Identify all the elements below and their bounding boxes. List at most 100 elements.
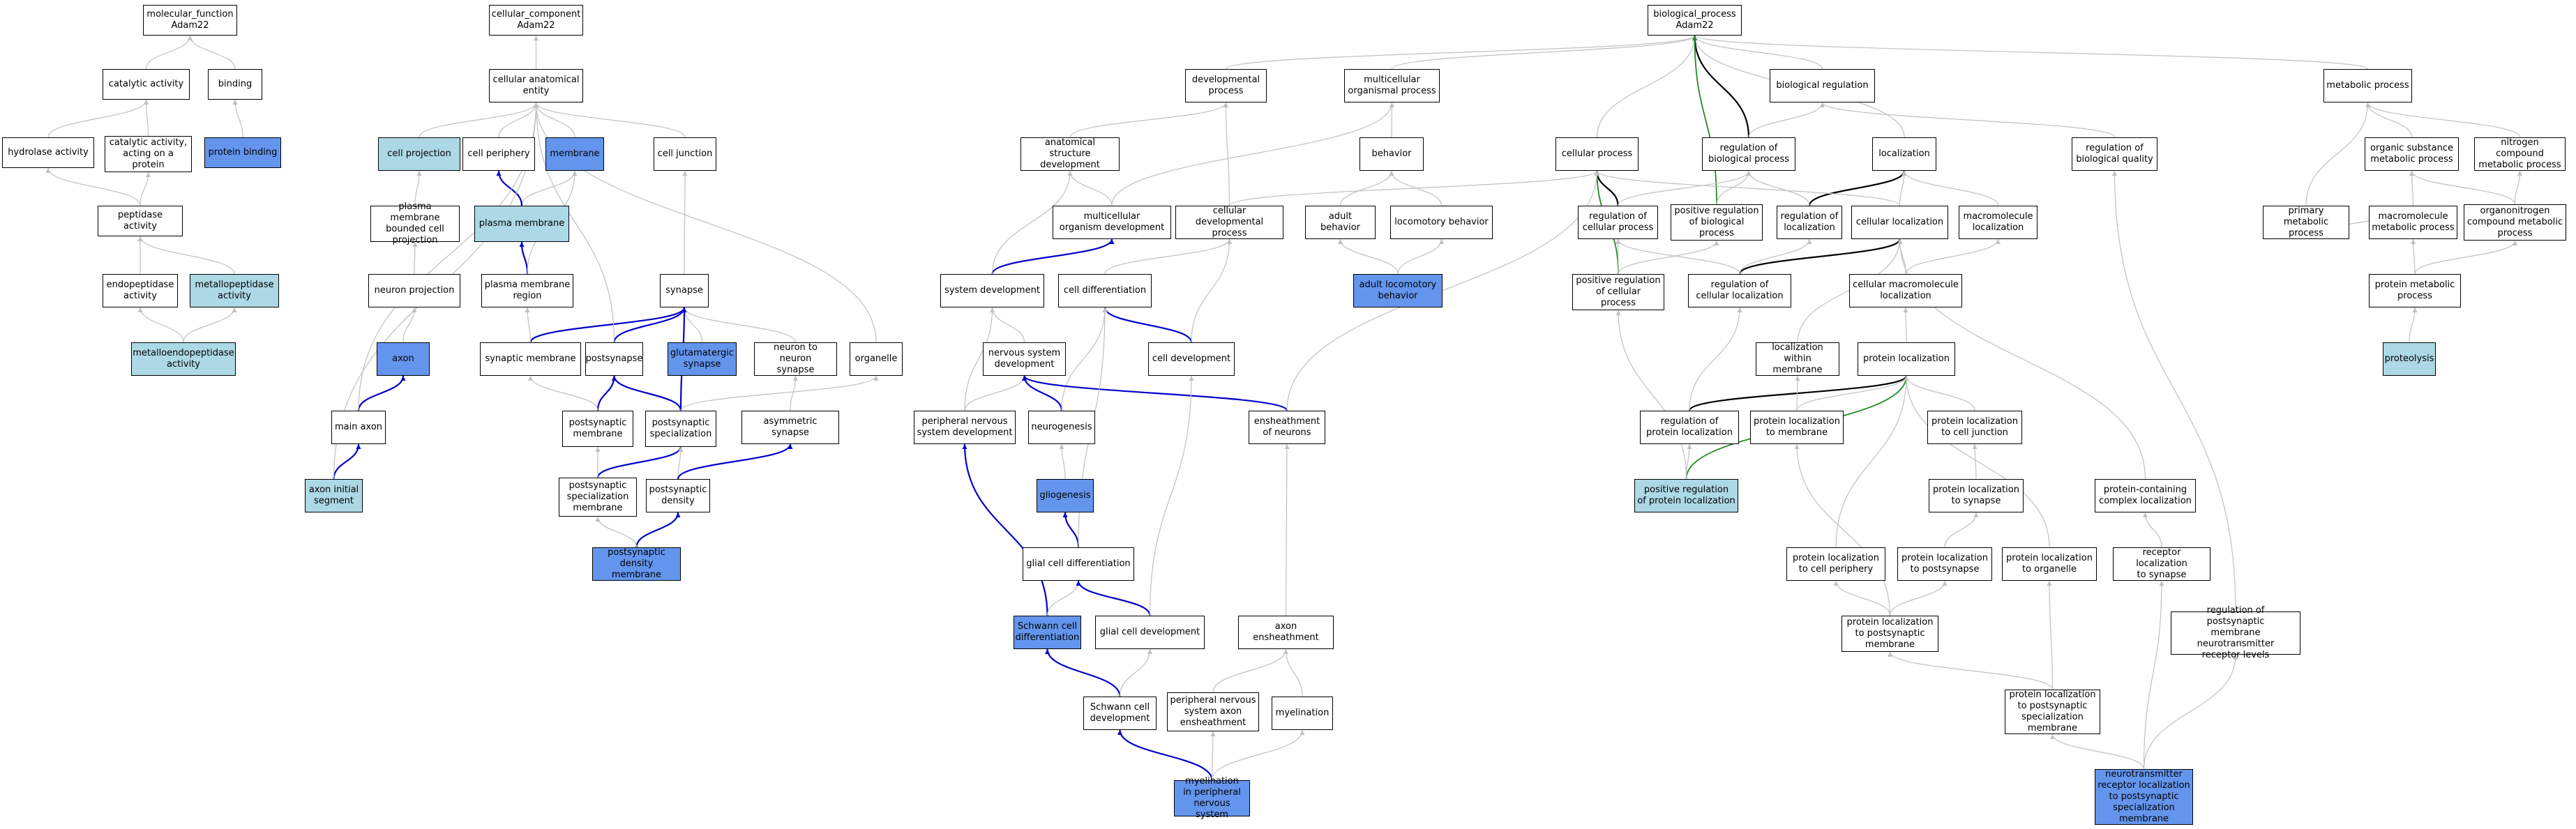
node-protein-binding[interactable]: protein binding bbox=[204, 137, 281, 168]
node-nervous-sys-dev[interactable]: nervous system development bbox=[983, 342, 1066, 376]
node-metalloendopeptidase[interactable]: metalloendopeptidase activity bbox=[131, 342, 236, 376]
node-nt-receptor-loc[interactable]: neurotransmitter receptor localization t… bbox=[2095, 769, 2193, 825]
node-nitrogen-comp[interactable]: nitrogen compound metabolic process bbox=[2474, 137, 2566, 171]
node-pns-dev[interactable]: peripheral nervous system development bbox=[914, 411, 1016, 444]
node-pos-reg-cell[interactable]: positive regulation of cellular process bbox=[1572, 274, 1664, 310]
node-adult-behavior[interactable]: adult behavior bbox=[1305, 206, 1376, 239]
node-pm-bounded[interactable]: plasma membrane bounded cell projection bbox=[370, 201, 460, 245]
node-n2n-synapse[interactable]: neuron to neuron synapse bbox=[754, 342, 837, 376]
node-myelination-pns[interactable]: myelination in peripheral nervous system bbox=[1174, 776, 1250, 820]
node-postsynapse[interactable]: postsynapse bbox=[585, 342, 643, 376]
node-protein-loc-synapse[interactable]: protein localization to synapse bbox=[1929, 479, 2024, 512]
node-anat-struct-dev[interactable]: anatomical structure development bbox=[1020, 137, 1120, 171]
node-behavior[interactable]: behavior bbox=[1359, 137, 1424, 171]
node-proteolysis[interactable]: proteolysis bbox=[2383, 342, 2436, 376]
node-peptidase[interactable]: peptidase activity bbox=[98, 206, 183, 236]
edge-is-a bbox=[402, 307, 417, 343]
node-glial-cell-diff[interactable]: glial cell differentiation bbox=[1023, 547, 1134, 581]
node-receptor-loc-synapse[interactable]: receptor localization to synapse bbox=[2113, 547, 2210, 581]
node-pns-axon-ensheath[interactable]: peripheral nervous system axon ensheathm… bbox=[1167, 692, 1259, 731]
node-reg-cell-loc[interactable]: regulation of cellular localization bbox=[1688, 274, 1791, 307]
node-locomotory[interactable]: locomotory behavior bbox=[1390, 206, 1493, 239]
node-schwann-dev[interactable]: Schwann cell development bbox=[1083, 697, 1157, 730]
node-primary-metab[interactable]: primary metabolic process bbox=[2263, 206, 2349, 239]
node-plasma-membrane[interactable]: plasma membrane bbox=[474, 206, 569, 242]
node-macromol-metab[interactable]: macromolecule metabolic process bbox=[2369, 206, 2457, 239]
node-synapse[interactable]: synapse bbox=[660, 274, 709, 307]
node-bp-root[interactable]: biological_process Adam22 bbox=[1648, 5, 1742, 36]
node-cell-dev-proc[interactable]: cellular developmental process bbox=[1175, 206, 1283, 239]
node-cellular-loc[interactable]: cellular localization bbox=[1851, 206, 1948, 239]
node-axon-initial[interactable]: axon initial segment bbox=[305, 479, 363, 512]
node-mf-root[interactable]: molecular_function Adam22 bbox=[143, 5, 237, 36]
node-protein-loc[interactable]: protein localization bbox=[1858, 342, 1955, 376]
node-multicell-org-dev[interactable]: multicellular organism development bbox=[1053, 206, 1171, 239]
node-ensheathment[interactable]: ensheathment of neurons bbox=[1249, 411, 1325, 444]
node-loc-within-membrane[interactable]: localization within membrane bbox=[1756, 342, 1839, 376]
node-cat-protein[interactable]: catalytic activity, acting on a protein bbox=[105, 136, 192, 172]
node-adult-loco[interactable]: adult locomotory behavior bbox=[1353, 274, 1443, 307]
node-dev-process[interactable]: developmental process bbox=[1185, 69, 1267, 102]
node-pos-reg-bio[interactable]: positive regulation of biological proces… bbox=[1671, 204, 1763, 241]
node-synaptic-membrane[interactable]: synaptic membrane bbox=[480, 342, 581, 376]
node-postsyn-membrane[interactable]: postsynaptic membrane bbox=[562, 411, 633, 447]
node-cae[interactable]: cellular anatomical entity bbox=[489, 69, 583, 102]
node-cell-diff[interactable]: cell differentiation bbox=[1058, 274, 1152, 307]
node-cell-macromol-loc[interactable]: cellular macromolecule localization bbox=[1849, 274, 1962, 307]
node-protein-loc-membrane[interactable]: protein localization to membrane bbox=[1750, 411, 1844, 444]
node-cell-junction[interactable]: cell junction bbox=[654, 137, 716, 171]
node-organelle[interactable]: organelle bbox=[850, 342, 903, 376]
node-cell-development[interactable]: cell development bbox=[1148, 342, 1235, 376]
node-pos-reg-protein-loc[interactable]: positive regulation of protein localizat… bbox=[1634, 479, 1738, 512]
node-protein-loc-postsyn-spec-membrane[interactable]: protein localization to postsynaptic spe… bbox=[2005, 690, 2100, 734]
node-hydrolase[interactable]: hydrolase activity bbox=[2, 137, 94, 168]
node-psd-spec-membrane[interactable]: postsynaptic specialization membrane bbox=[559, 478, 637, 517]
node-reg-protein-loc[interactable]: regulation of protein localization bbox=[1640, 411, 1739, 444]
node-postsyn-spec[interactable]: postsynaptic specialization bbox=[645, 411, 716, 447]
node-psd-membrane[interactable]: postsynaptic density membrane bbox=[592, 547, 681, 581]
node-myelination[interactable]: myelination bbox=[1272, 697, 1333, 730]
node-protein-loc-periphery[interactable]: protein localization to cell periphery bbox=[1786, 547, 1885, 581]
node-main-axon[interactable]: main axon bbox=[331, 411, 386, 444]
node-reg-bio-quality[interactable]: regulation of biological quality bbox=[2072, 137, 2157, 171]
node-protein-loc-cell-junction[interactable]: protein localization to cell junction bbox=[1927, 411, 2022, 444]
node-binding[interactable]: binding bbox=[208, 69, 262, 100]
node-catalytic[interactable]: catalytic activity bbox=[103, 69, 190, 100]
node-system-dev[interactable]: system development bbox=[940, 274, 1044, 307]
node-neuron-projection[interactable]: neuron projection bbox=[368, 274, 460, 307]
node-postsyn-density[interactable]: postsynaptic density bbox=[646, 479, 710, 512]
node-cell-projection[interactable]: cell projection bbox=[378, 137, 460, 171]
node-reg-postsyn-receptor[interactable]: regulation of postsynaptic membrane neur… bbox=[2171, 605, 2300, 660]
node-membrane[interactable]: membrane bbox=[545, 137, 604, 171]
node-pm-region[interactable]: plasma membrane region bbox=[481, 274, 573, 307]
node-bio-reg[interactable]: biological regulation bbox=[1770, 69, 1875, 102]
node-metabolic[interactable]: metabolic process bbox=[2323, 69, 2412, 102]
node-reg-cell-proc[interactable]: regulation of cellular process bbox=[1578, 206, 1658, 239]
node-axon-ensheathment[interactable]: axon ensheathment bbox=[1238, 616, 1334, 649]
node-macromol-loc[interactable]: macromolecule localization bbox=[1959, 206, 2038, 239]
node-cellular-process[interactable]: cellular process bbox=[1556, 137, 1639, 171]
node-protein-loc-postsynapse[interactable]: protein localization to postsynapse bbox=[1897, 547, 1992, 581]
node-cell-periphery[interactable]: cell periphery bbox=[462, 137, 535, 171]
node-organonitrogen[interactable]: organonitrogen compound metabolic proces… bbox=[2464, 204, 2566, 241]
node-protein-loc-postsyn-membrane[interactable]: protein localization to postsynaptic mem… bbox=[1841, 616, 1938, 652]
node-gliogenesis[interactable]: gliogenesis bbox=[1037, 479, 1094, 512]
node-glial-cell-dev[interactable]: glial cell development bbox=[1095, 616, 1205, 649]
node-organic-subst[interactable]: organic substance metabolic process bbox=[2365, 137, 2459, 171]
node-endopeptidase[interactable]: endopeptidase activity bbox=[103, 274, 178, 307]
node-protein-metab[interactable]: protein metabolic process bbox=[2369, 274, 2461, 307]
edge-is-a bbox=[45, 167, 141, 206]
node-localization[interactable]: localization bbox=[1872, 137, 1936, 171]
node-protein-complex-loc[interactable]: protein-containing complex localization bbox=[2095, 479, 2196, 512]
node-multicell-proc[interactable]: multicellular organismal process bbox=[1344, 69, 1440, 102]
node-metallopeptidase[interactable]: metallopeptidase activity bbox=[190, 274, 279, 307]
node-schwann-diff[interactable]: Schwann cell differentiation bbox=[1014, 616, 1081, 649]
node-axon[interactable]: axon bbox=[377, 342, 430, 376]
node-asym-synapse[interactable]: asymmetric synapse bbox=[741, 411, 839, 444]
node-protein-loc-organelle[interactable]: protein localization to organelle bbox=[2002, 547, 2097, 581]
node-reg-bio-proc[interactable]: regulation of biological process bbox=[1702, 137, 1795, 171]
node-cc-root[interactable]: cellular_component Adam22 bbox=[489, 5, 583, 36]
node-reg-localization[interactable]: regulation of localization bbox=[1777, 206, 1842, 239]
node-glutamatergic[interactable]: glutamatergic synapse bbox=[668, 342, 737, 376]
node-neurogenesis[interactable]: neurogenesis bbox=[1028, 411, 1095, 444]
